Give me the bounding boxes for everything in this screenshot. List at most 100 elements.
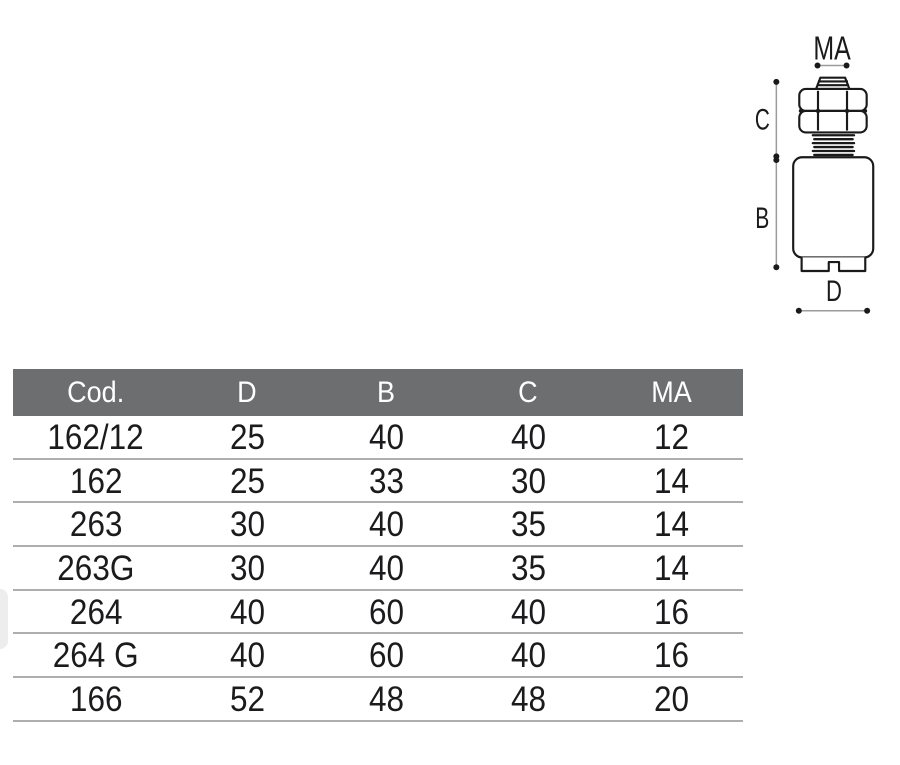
table-cell: 40 bbox=[457, 416, 599, 458]
table-cell-text: 162 bbox=[69, 461, 123, 501]
column-header-d: D bbox=[179, 376, 315, 410]
table-cell: 25 bbox=[179, 416, 315, 458]
table-cell: 14 bbox=[599, 460, 743, 502]
table-cell: 48 bbox=[457, 678, 599, 720]
table-cell: 30 bbox=[179, 547, 315, 589]
b-dimension-label: B bbox=[755, 202, 769, 235]
table-cell: 30 bbox=[457, 460, 599, 502]
table-cell-text: 25 bbox=[229, 418, 265, 457]
table-cell-text: 16 bbox=[653, 636, 689, 676]
table-cell-text: 40 bbox=[229, 636, 265, 676]
table-cell-text: 60 bbox=[368, 636, 404, 676]
table-cell-text: 162/12 bbox=[47, 418, 145, 457]
table-cell: 25 bbox=[179, 460, 315, 502]
column-header-c-text: C bbox=[518, 375, 538, 409]
c-dimension-line bbox=[773, 78, 780, 160]
table-cell-text: 35 bbox=[510, 548, 546, 588]
threaded-shank bbox=[811, 134, 856, 157]
table-cell: 40 bbox=[457, 591, 599, 633]
column-header-c: C bbox=[457, 376, 599, 410]
table-cell-text: 40 bbox=[510, 636, 546, 676]
table-cell-text: 14 bbox=[653, 461, 689, 501]
table-cell: 264 bbox=[13, 591, 179, 633]
table-cell-text: 30 bbox=[510, 461, 546, 501]
cylinder-body bbox=[792, 156, 875, 259]
technical-drawing: MA C B D bbox=[738, 22, 898, 344]
table-cell: 263G bbox=[13, 547, 179, 589]
table-cell-text: 166 bbox=[69, 679, 123, 719]
technical-drawing-svg: MA C B D bbox=[755, 30, 875, 314]
table-cell: 12 bbox=[599, 416, 743, 458]
table-cell-text: 264 bbox=[69, 592, 123, 632]
table-cell: 264 G bbox=[13, 634, 179, 676]
table-cell-text: 20 bbox=[653, 679, 689, 719]
table-cell-text: 263 bbox=[69, 505, 123, 545]
table-cell: 14 bbox=[599, 547, 743, 589]
table-cell: 60 bbox=[315, 591, 457, 633]
table-cell-text: 16 bbox=[653, 592, 689, 632]
column-header-cod: Cod. bbox=[13, 376, 179, 410]
table-cell-text: 52 bbox=[229, 679, 265, 719]
table-row: 166 52 48 48 20 bbox=[13, 678, 743, 722]
hex-nut-upper bbox=[798, 87, 868, 113]
nut-facet-points bbox=[798, 108, 868, 114]
table-cell: 162/12 bbox=[13, 416, 179, 458]
page-edge-artifact bbox=[0, 589, 8, 649]
bolt-tip bbox=[815, 76, 851, 91]
table-cell: 48 bbox=[315, 678, 457, 720]
bottom-flange bbox=[800, 257, 867, 273]
table-cell-text: 60 bbox=[368, 592, 404, 632]
table-cell: 40 bbox=[179, 634, 315, 676]
table-cell-text: 12 bbox=[653, 418, 689, 457]
table-cell-text: 40 bbox=[229, 592, 265, 632]
column-header-cod-text: Cod. bbox=[67, 375, 125, 409]
ma-dimension-line bbox=[814, 62, 850, 69]
column-header-b-text: B bbox=[376, 375, 395, 409]
table-cell: 14 bbox=[599, 503, 743, 545]
d-dimension-line bbox=[795, 307, 871, 314]
table-cell-text: 14 bbox=[653, 505, 689, 545]
table-cell-text: 40 bbox=[368, 505, 404, 545]
hex-nut-lower bbox=[798, 109, 868, 134]
table-header-row: Cod. D B C MA bbox=[13, 369, 743, 416]
table-cell-text: 40 bbox=[368, 548, 404, 588]
table-cell-text: 14 bbox=[653, 548, 689, 588]
table-cell-text: 30 bbox=[229, 548, 265, 588]
column-header-ma: MA bbox=[599, 376, 743, 410]
table-row: 264 G 40 60 40 16 bbox=[13, 634, 743, 678]
ma-dimension-label: MA bbox=[813, 30, 851, 67]
column-header-ma-text: MA bbox=[650, 375, 692, 409]
table-cell-text: 25 bbox=[229, 461, 265, 501]
table-cell-text: 30 bbox=[229, 505, 265, 545]
table-cell-text: 264 G bbox=[53, 636, 139, 676]
table-cell: 162 bbox=[13, 460, 179, 502]
table-cell: 33 bbox=[315, 460, 457, 502]
table-cell-text: 33 bbox=[368, 461, 404, 501]
table-row: 162 25 33 30 14 bbox=[13, 460, 743, 504]
table-cell: 16 bbox=[599, 591, 743, 633]
table-cell: 40 bbox=[457, 634, 599, 676]
table-cell: 20 bbox=[599, 678, 743, 720]
table-cell: 52 bbox=[179, 678, 315, 720]
column-header-d-text: D bbox=[237, 375, 257, 409]
table-cell: 60 bbox=[315, 634, 457, 676]
table-cell: 16 bbox=[599, 634, 743, 676]
c-dimension-label: C bbox=[755, 104, 770, 137]
b-dimension-line bbox=[773, 157, 780, 271]
table-row: 263 30 40 35 14 bbox=[13, 503, 743, 547]
column-header-b: B bbox=[315, 376, 457, 410]
table-cell: 35 bbox=[457, 503, 599, 545]
table-cell: 40 bbox=[179, 591, 315, 633]
table-cell-text: 48 bbox=[368, 679, 404, 719]
table-cell-text: 35 bbox=[510, 505, 546, 545]
table-cell: 40 bbox=[315, 416, 457, 458]
table-cell: 40 bbox=[315, 547, 457, 589]
table-row: 264 40 60 40 16 bbox=[13, 591, 743, 635]
table-cell: 263 bbox=[13, 503, 179, 545]
table-cell-text: 40 bbox=[510, 592, 546, 632]
table-cell-text: 263G bbox=[57, 548, 135, 588]
